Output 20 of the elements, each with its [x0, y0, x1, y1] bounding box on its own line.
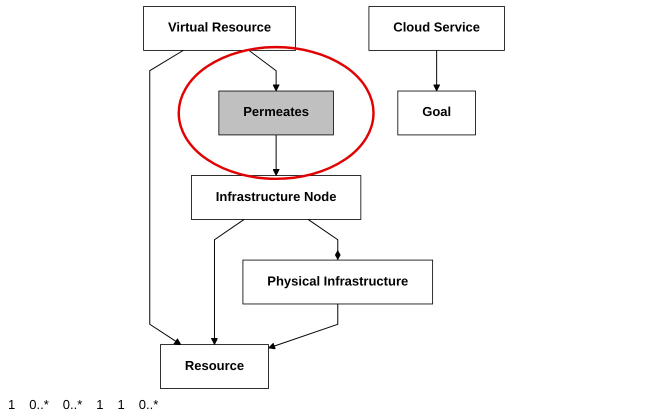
multiplicity-label: 0..* [62, 397, 82, 412]
node-box: Physical Infrastructure [242, 260, 434, 304]
arrow [268, 303, 338, 350]
multiplicity-label: 1 [118, 397, 125, 412]
node-box: Infrastructure Node [191, 175, 362, 220]
connector [308, 218, 341, 261]
multiplicity-label: 1 [8, 397, 16, 412]
node-box: Resource [160, 344, 269, 389]
arrow [248, 50, 280, 92]
arrow [149, 50, 184, 345]
node-box: Virtual Resource [143, 6, 296, 51]
arrow [433, 50, 440, 92]
arrow [272, 134, 280, 176]
node-box: Cloud Service [368, 6, 505, 51]
multiplicity-label: 0..* [138, 397, 158, 412]
node-box: Goal [397, 90, 476, 136]
arrow [210, 218, 245, 345]
multiplicity-label: 1 [96, 397, 104, 412]
multiplicity-label: 0..* [29, 397, 49, 412]
node-box: Permeates [218, 90, 334, 136]
